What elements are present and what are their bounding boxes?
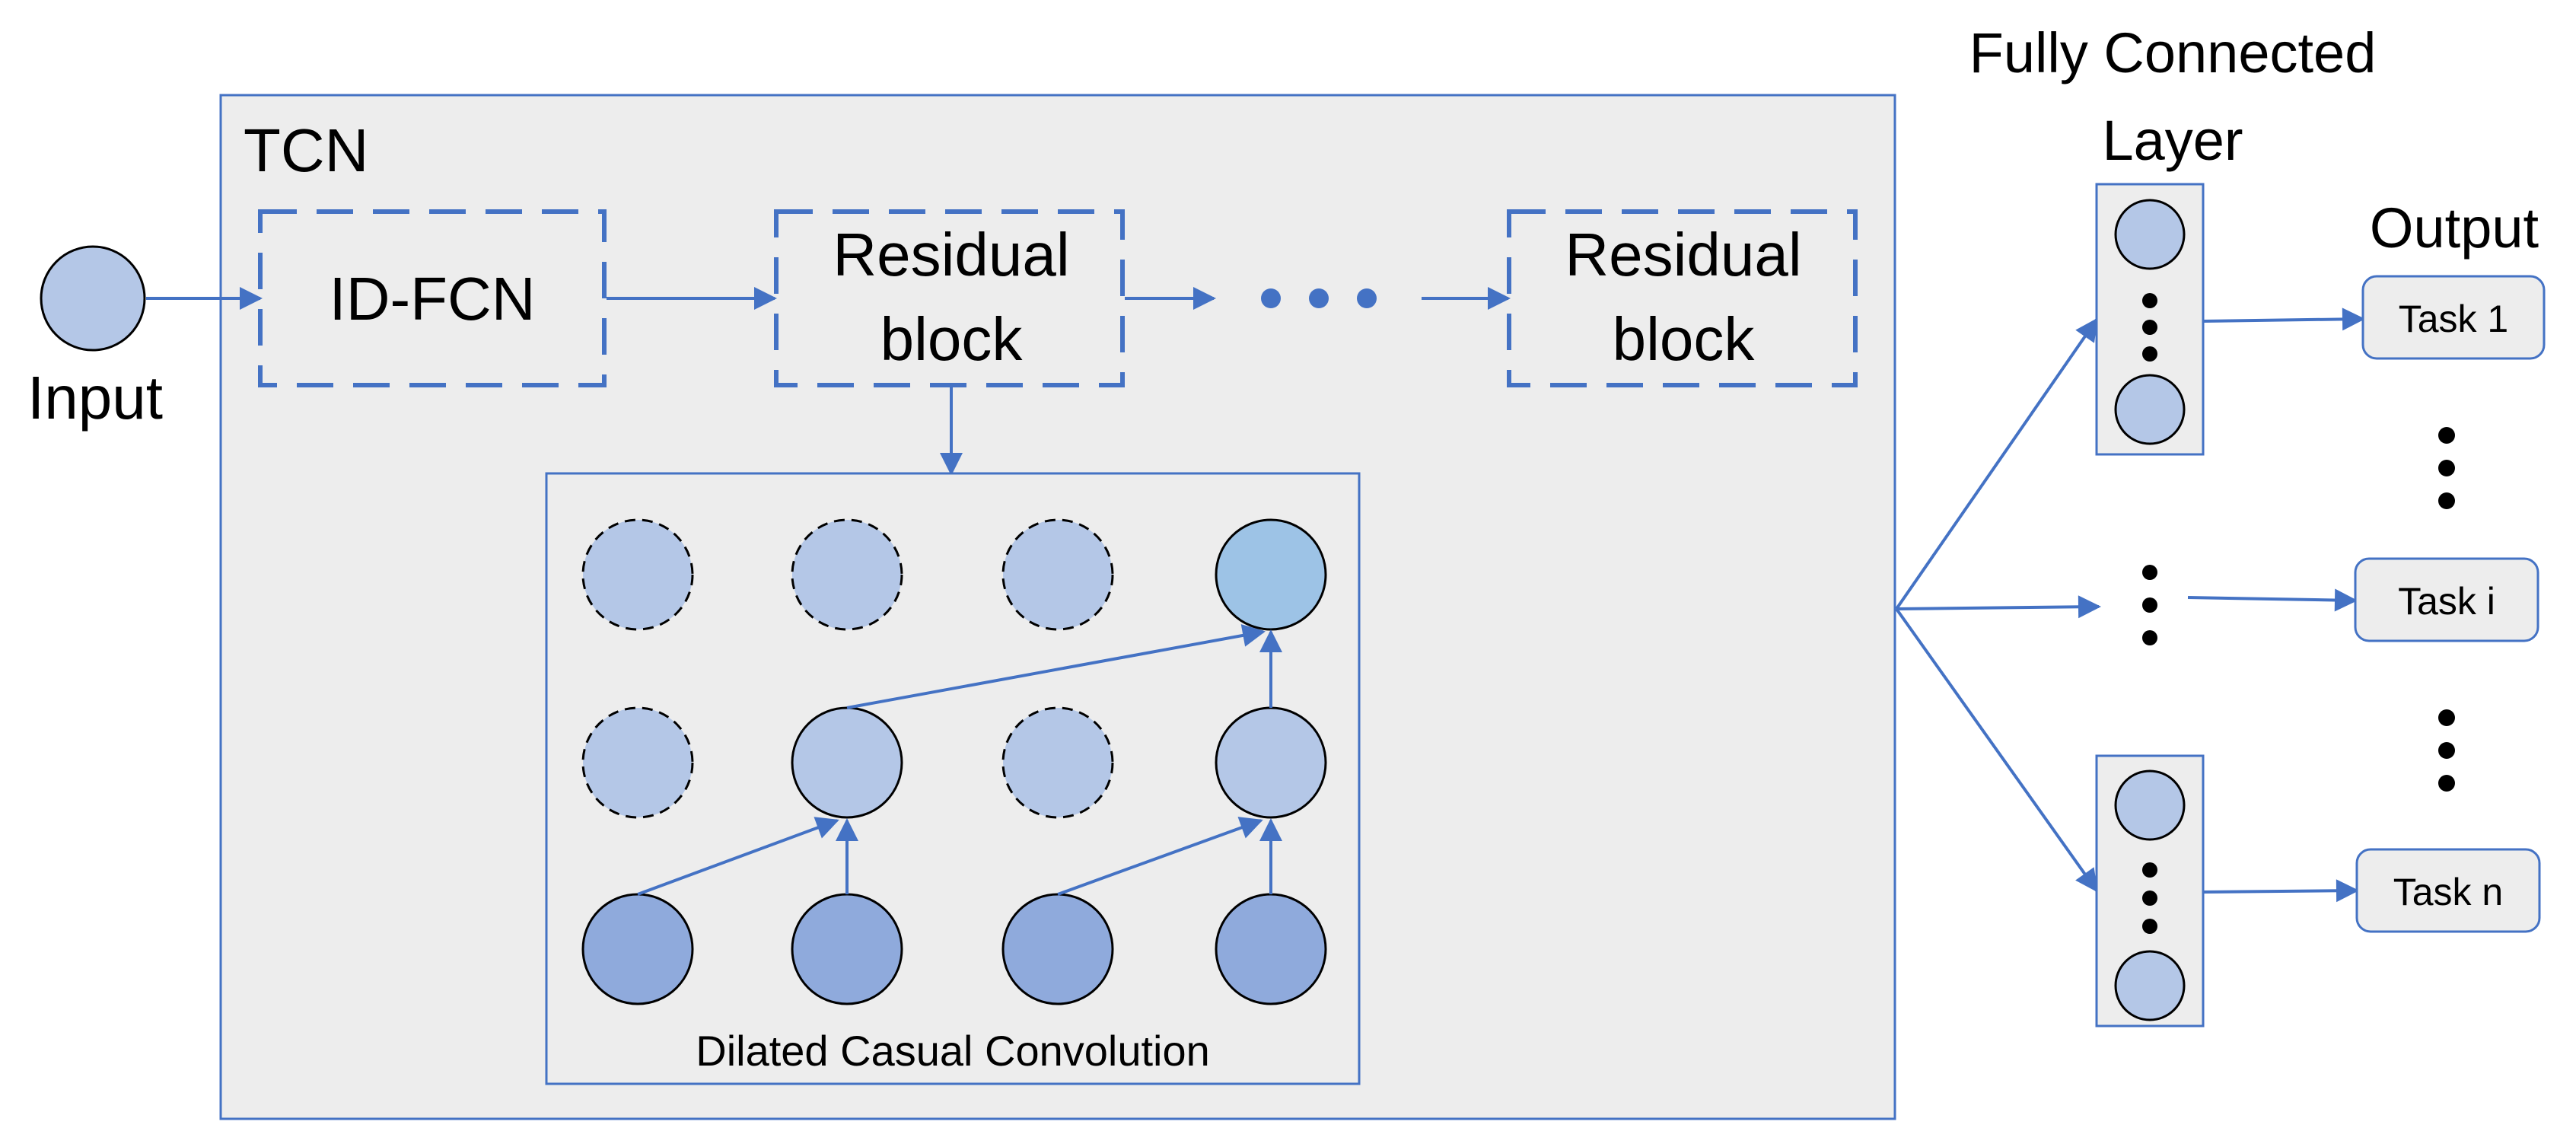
idfcn-label: ID-FCN — [329, 265, 535, 333]
conv-node-r1-c4 — [1215, 518, 1327, 631]
task-arrows — [2187, 307, 2365, 903]
task-label-i: Task i — [2398, 580, 2495, 623]
conv-node-r1-c3 — [1001, 518, 1114, 631]
output-dots-lower — [2438, 709, 2455, 792]
residual-block-1-line2: block — [880, 305, 1024, 373]
tcn-label: TCN — [244, 116, 368, 184]
fc-title-line2: Layer — [2102, 109, 2243, 172]
fc-top-node-2 — [2114, 374, 2186, 445]
fc-bottom-dots — [2142, 862, 2157, 934]
residual-block-2-line1: Residual — [1565, 221, 1801, 288]
conv-node-r1-c2 — [791, 518, 903, 631]
fc-title-line1: Fully Connected — [1969, 21, 2377, 84]
fc-top-node-1 — [2114, 199, 2186, 270]
conv-node-r2-c4 — [1215, 706, 1327, 819]
conv-node-r3-c3 — [1001, 893, 1114, 1005]
conv-node-r3-c4 — [1215, 893, 1327, 1005]
fc-bottom-node-1 — [2114, 769, 2186, 841]
conv-node-r2-c1 — [581, 706, 694, 819]
task-label-n: Task n — [2393, 871, 2504, 913]
residual-block-2 — [1507, 209, 1858, 387]
task-label-1: Task 1 — [2399, 298, 2509, 340]
conv-node-r3-c1 — [581, 893, 694, 1005]
fc-bottom-node-2 — [2114, 950, 2186, 1021]
task-box-1 — [2361, 275, 2546, 360]
input-node — [40, 245, 146, 352]
conv-node-r2-c3 — [1001, 706, 1114, 819]
idfcn-block — [258, 209, 607, 387]
fc-middle-dots — [2142, 565, 2157, 645]
residual-block-1 — [774, 209, 1125, 387]
dilated-label: Dilated Casual Convolution — [696, 1027, 1210, 1075]
input-label: Input — [27, 364, 163, 432]
conv-node-r2-c2 — [791, 706, 903, 819]
conv-node-r3-c2 — [791, 893, 903, 1005]
conv-connections — [637, 624, 1282, 896]
task-box-i — [2354, 557, 2539, 642]
residual-block-2-line2: block — [1613, 305, 1756, 373]
output-title: Output — [2370, 196, 2539, 260]
fc-top-dots — [2142, 293, 2157, 362]
residual-block-1-line1: Residual — [833, 221, 1069, 288]
ellipsis-dots-horizontal — [1261, 288, 1377, 308]
task-box-n — [2355, 848, 2541, 933]
fanout-arrows — [1895, 317, 2101, 893]
conv-node-r1-c1 — [581, 518, 694, 631]
output-dots-upper — [2438, 427, 2455, 509]
